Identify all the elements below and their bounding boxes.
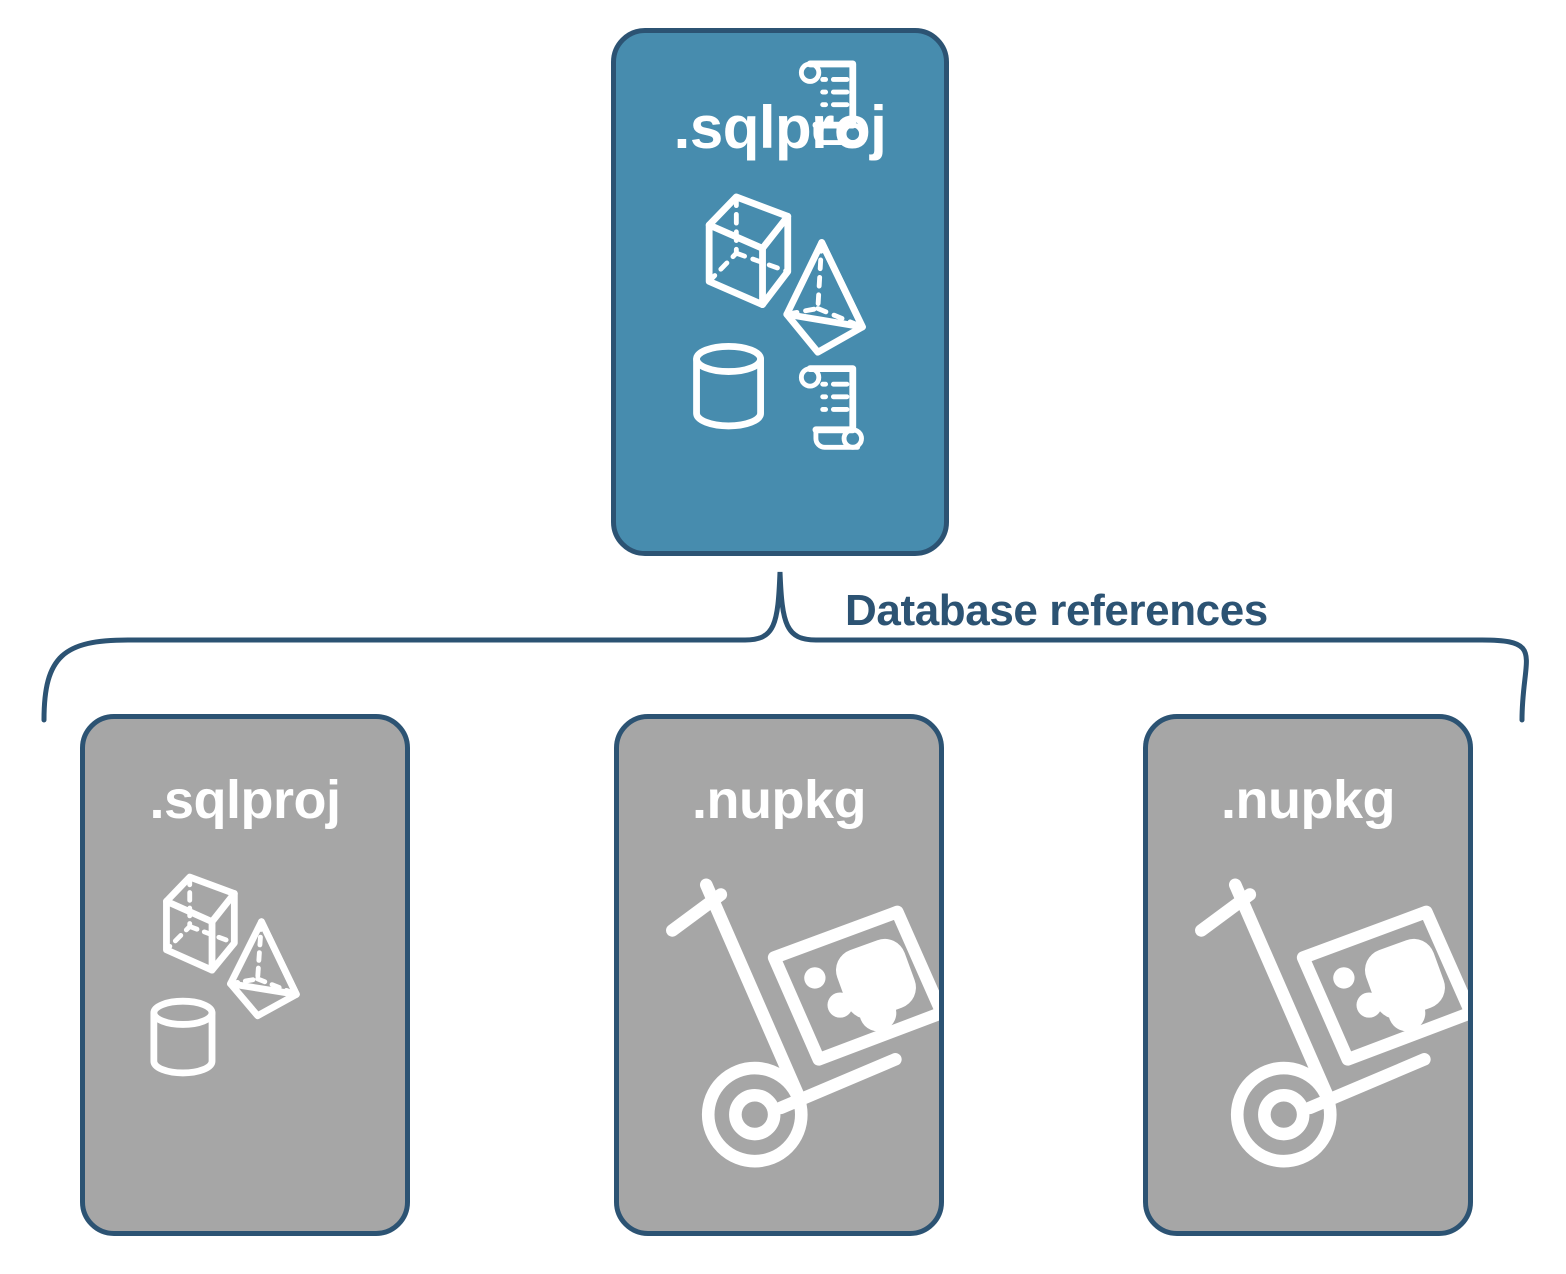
card-nupkg-1[interactable]: .nupkg [614,714,944,1236]
nuget-logo-icon [804,938,916,1032]
pyramid-icon [783,239,866,356]
card-sqlproj-reference[interactable]: .sqlproj [80,714,410,1236]
nuget-logo-icon [1333,938,1445,1032]
cube-icon [163,873,238,974]
hand-truck-package-icon [1195,878,1468,1168]
card-sqlproj-root[interactable]: .sqlproj [611,28,949,556]
pyramid-icon [227,918,300,1020]
card-title-nupkg-2: .nupkg [1221,770,1395,830]
card-title-sqlproj-root: .sqlproj [673,94,887,161]
bracket-label: Database references [845,586,1268,635]
hand-truck-package-icon [666,878,939,1168]
script-scroll-icon [798,365,864,450]
card-nupkg-2[interactable]: .nupkg [1143,714,1473,1236]
cylinder-icon [150,997,216,1077]
cylinder-icon [693,342,764,430]
card-title-nupkg-1: .nupkg [692,770,866,830]
cube-icon [705,193,792,309]
card-title-sqlproj-reference: .sqlproj [149,770,341,830]
database-references-bracket [41,571,1529,723]
